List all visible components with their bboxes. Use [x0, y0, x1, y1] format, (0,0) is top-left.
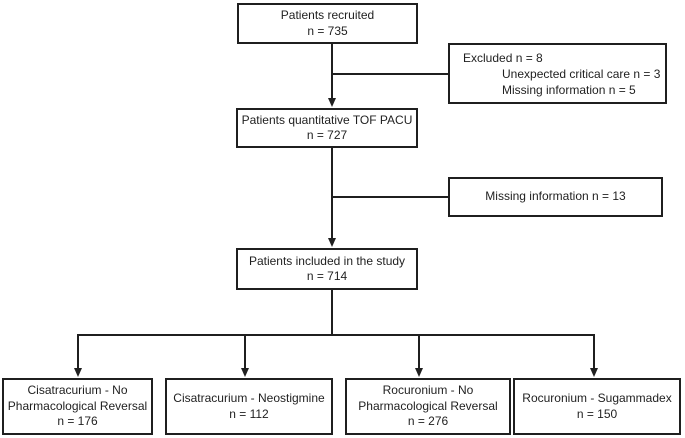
node-count: n = 727 [306, 128, 348, 142]
connector-to-cis-neostigmine [244, 334, 246, 368]
connector-to-roc-sugammadex [593, 334, 595, 368]
arrowhead-into-roc-no-reversal [415, 368, 423, 377]
connector-branch-excluded [332, 73, 448, 75]
node-included-in-study: Patients included in the study n = 714 [236, 248, 418, 290]
arrowhead-into-cis-no-reversal [74, 368, 82, 377]
node-count: n = 176 [57, 414, 98, 429]
node-group-rocuronium-sugammadex: Rocuronium - Sugammadex n = 150 [513, 378, 681, 435]
node-label: Patients recruited [280, 8, 375, 22]
node-label: Cisatracurium - Neostigmine [173, 391, 325, 405]
node-label: Patients included in the study [248, 253, 406, 268]
connector-split-bar [77, 334, 595, 336]
arrowhead-into-tof [328, 98, 336, 107]
node-patients-recruited: Patients recruited n = 735 [237, 3, 418, 44]
node-label: Cisatracurium - No Pharmacological Rever… [7, 383, 148, 413]
arrowhead-into-included [328, 238, 336, 247]
connector-recruited-to-tof [331, 44, 333, 98]
excluded-title: Excluded n = 8 [463, 51, 543, 65]
node-missing-information: Missing information n = 13 [448, 177, 663, 217]
connector-to-cis-no-reversal [77, 334, 79, 368]
node-label: Rocuronium - No Pharmacological Reversal [358, 383, 498, 413]
node-count: n = 112 [229, 406, 269, 421]
arrowhead-into-cis-neostigmine [241, 368, 249, 377]
node-count: n = 714 [306, 269, 348, 283]
connector-branch-missing-info [332, 196, 448, 198]
connector-tof-to-included [331, 148, 333, 238]
excluded-item-critical-care: Unexpected critical care n = 3 [502, 67, 661, 81]
node-label: Patients quantitative TOF PACU [241, 112, 413, 127]
node-count: n = 276 [407, 414, 449, 429]
connector-included-to-split [331, 290, 333, 336]
node-label: Rocuronium - Sugammadex [522, 391, 672, 405]
node-count: n = 150 [576, 406, 618, 421]
connector-to-roc-no-reversal [418, 334, 420, 368]
node-quantitative-tof-pacu: Patients quantitative TOF PACU n = 727 [236, 108, 418, 148]
node-count: n = 735 [307, 23, 348, 38]
node-label: Missing information n = 13 [485, 189, 626, 204]
arrowhead-into-roc-sugammadex [590, 368, 598, 377]
excluded-item-missing-info: Missing information n = 5 [502, 83, 636, 97]
node-group-cisatracurium-neostigmine: Cisatracurium - Neostigmine n = 112 [165, 378, 333, 435]
node-excluded: Excluded n = 8 Unexpected critical care … [448, 43, 667, 104]
node-group-rocuronium-no-reversal: Rocuronium - No Pharmacological Reversal… [345, 378, 511, 435]
node-group-cisatracurium-no-reversal: Cisatracurium - No Pharmacological Rever… [2, 378, 153, 435]
